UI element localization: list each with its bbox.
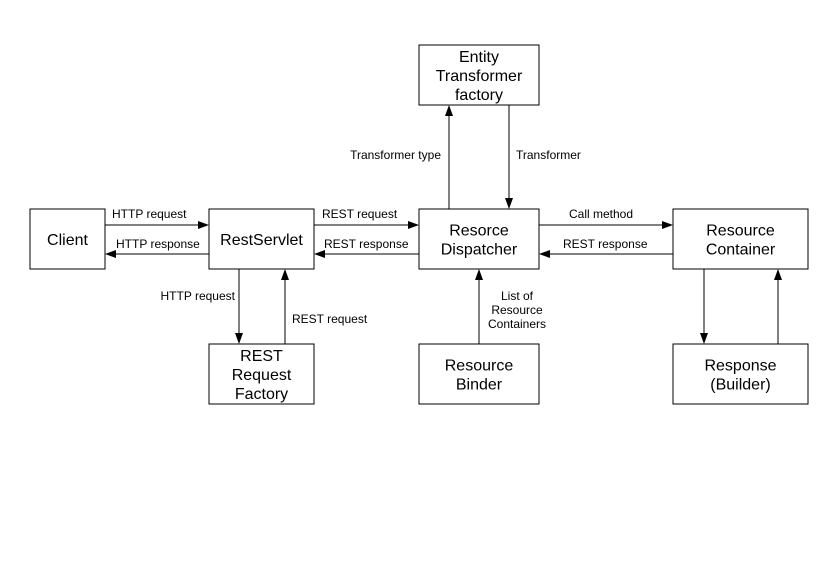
dispatcher-to-container-arrow: Call method: [539, 207, 673, 229]
restservlet-box: [208, 208, 315, 270]
binder-to-dispatcher-label: List of: [501, 289, 534, 303]
arrowhead-icon: [445, 105, 453, 116]
entity-factory-label: factory: [455, 87, 503, 104]
response-builder-box: [672, 343, 809, 405]
servlet-to-factory-arrow: HTTP request: [161, 269, 243, 344]
factory-to-servlet-label: REST request: [292, 312, 368, 326]
arrowhead-icon: [662, 221, 673, 229]
binder-to-dispatcher-label: Resource: [491, 303, 543, 317]
response-builder-node: Response (Builder): [672, 343, 809, 405]
client-to-servlet-arrow: HTTP request: [105, 207, 209, 229]
client-box: [29, 208, 106, 270]
binder-to-dispatcher-label: Containers: [488, 317, 546, 331]
restservlet-node: RestServlet: [208, 208, 315, 270]
entity-factory-label: Entity: [459, 49, 499, 66]
entity-to-dispatcher-arrow: Transformer: [505, 105, 581, 209]
container-to-dispatcher-arrow: REST response: [539, 237, 673, 258]
request-factory-label: Factory: [235, 386, 288, 403]
container-label: Resource: [706, 223, 775, 240]
entity-factory-label: Transformer: [436, 68, 523, 85]
entity-factory-box: [418, 44, 540, 106]
builder-to-container-arrow: [774, 269, 782, 344]
arrowhead-icon: [198, 221, 209, 229]
dispatcher-to-entity-arrow: Transformer type: [350, 105, 453, 209]
dispatcher-label: Dispatcher: [441, 242, 518, 259]
client-to-servlet-label: HTTP request: [112, 207, 187, 221]
arrowhead-icon: [314, 250, 325, 258]
arrowhead-icon: [105, 250, 116, 258]
binder-label: Binder: [456, 377, 503, 394]
request-factory-label: REST: [240, 348, 283, 365]
arrowhead-icon: [281, 269, 289, 280]
arrowhead-icon: [505, 198, 513, 209]
binder-box: [418, 343, 540, 405]
factory-to-servlet-arrow: REST request: [281, 269, 368, 344]
arrowhead-icon: [774, 269, 782, 280]
arrowhead-icon: [408, 221, 419, 229]
response-builder-label: (Builder): [710, 377, 770, 394]
request-factory-label: Request: [232, 367, 292, 384]
servlet-to-client-label: HTTP response: [116, 237, 200, 251]
dispatcher-to-servlet-label: REST response: [324, 237, 409, 251]
client-label: Client: [47, 232, 88, 249]
arrowhead-icon: [235, 333, 243, 344]
servlet-to-client-arrow: HTTP response: [105, 237, 209, 258]
arrowhead-icon: [700, 333, 708, 344]
client-node: Client: [29, 208, 106, 270]
binder-label: Resource: [445, 358, 514, 375]
container-to-dispatcher-label: REST response: [563, 237, 648, 251]
container-box: [672, 208, 809, 270]
container-label: Container: [706, 242, 776, 259]
response-builder-label: Response: [704, 358, 776, 375]
dispatcher-to-servlet-arrow: REST response: [314, 237, 419, 258]
arrowhead-icon: [475, 269, 483, 280]
request-factory-box: [208, 343, 315, 405]
restservlet-label: RestServlet: [220, 232, 303, 249]
dispatcher-to-container-label: Call method: [569, 207, 633, 221]
entity-to-dispatcher-label: Transformer: [516, 148, 581, 162]
servlet-to-dispatcher-label: REST request: [322, 207, 398, 221]
servlet-to-factory-label: HTTP request: [161, 289, 236, 303]
dispatcher-to-entity-label: Transformer type: [350, 148, 441, 162]
dispatcher-box: [418, 208, 540, 270]
dispatcher-label: Resorce: [449, 223, 509, 240]
container-to-builder-arrow: [700, 269, 708, 344]
servlet-to-dispatcher-arrow: REST request: [314, 207, 419, 229]
arrowhead-icon: [539, 250, 550, 258]
